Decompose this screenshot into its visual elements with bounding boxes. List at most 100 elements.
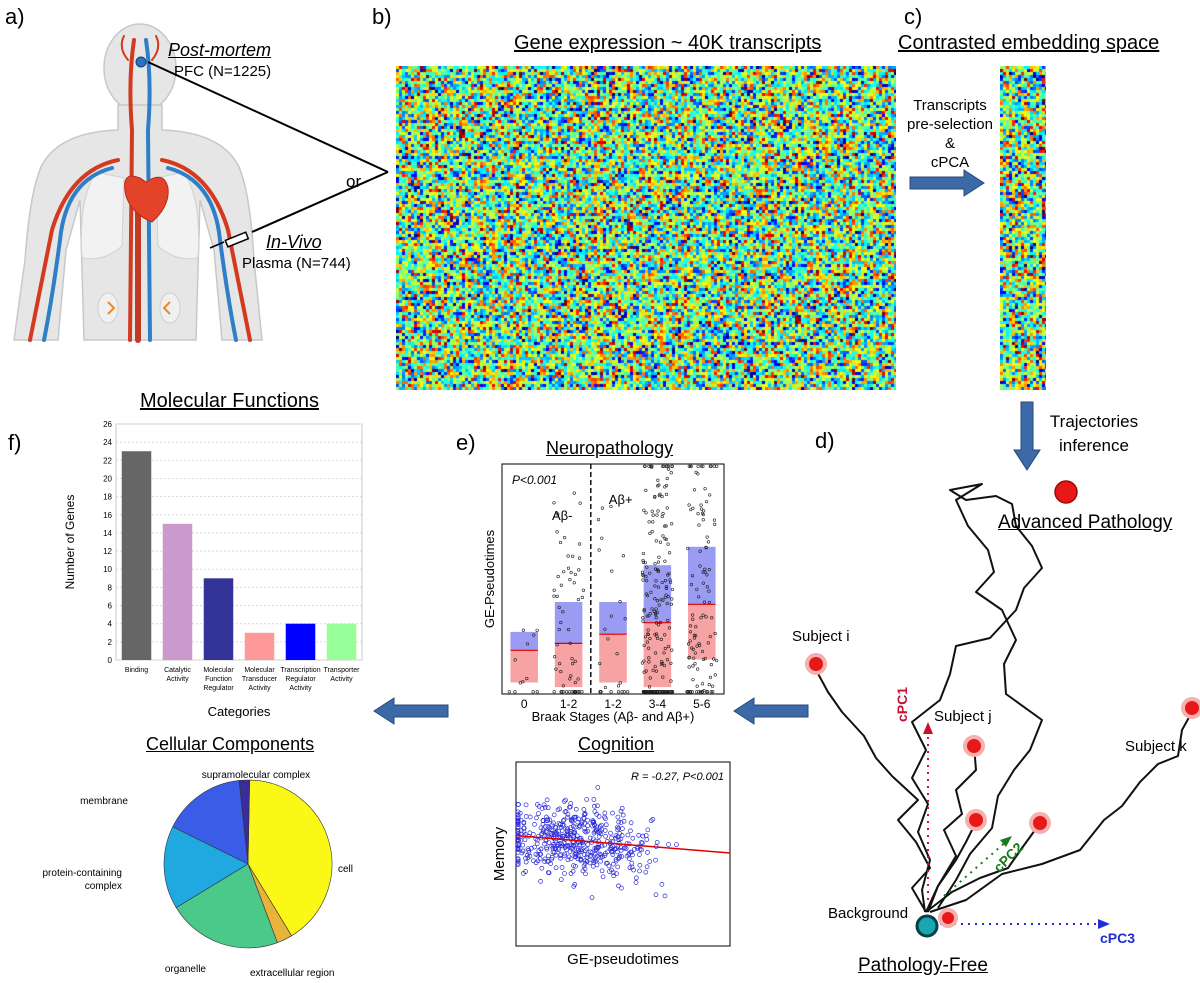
data-point: [602, 828, 608, 833]
data-point: [545, 805, 551, 811]
data-point: [666, 542, 670, 546]
data-point: [656, 585, 660, 589]
data-point: [655, 599, 660, 603]
data-point: [534, 841, 540, 847]
trajectories-line: inference: [1059, 436, 1129, 455]
data-point: [570, 690, 574, 694]
data-point: [621, 845, 627, 851]
data-point: [654, 607, 658, 611]
data-point: [698, 549, 702, 553]
y-axis-label: Number of Genes: [63, 495, 77, 590]
data-point: [546, 853, 551, 859]
x-tick-label: 3-4: [649, 697, 667, 711]
data-point: [707, 567, 711, 572]
data-point: [702, 600, 707, 604]
pfc-label: PFC (N=1225): [174, 63, 272, 80]
data-point: [645, 640, 649, 644]
data-point: [637, 847, 643, 852]
data-point: [549, 855, 555, 860]
subject-j-node: [963, 735, 985, 757]
data-point: [538, 825, 544, 831]
data-point: [619, 885, 624, 891]
data-point: [627, 865, 633, 871]
data-point: [582, 820, 587, 826]
data-point: [674, 842, 679, 847]
data-point: [670, 648, 674, 652]
data-point: [659, 637, 663, 641]
data-point: [656, 623, 661, 627]
data-point: [715, 464, 719, 468]
data-point: [561, 610, 565, 614]
data-point: [566, 554, 570, 558]
data-point: [687, 503, 691, 507]
data-point: [574, 690, 578, 694]
data-point: [654, 612, 658, 617]
data-point: [620, 826, 625, 831]
data-point: [664, 586, 669, 590]
trend-line: [515, 834, 731, 854]
data-point: [688, 639, 692, 643]
data-point: [515, 829, 521, 835]
data-point: [565, 843, 570, 848]
data-point: [592, 809, 598, 814]
data-point: [651, 520, 655, 524]
data-point: [692, 488, 697, 492]
data-point: [694, 625, 698, 629]
data-point: [616, 883, 621, 889]
data-point: [648, 611, 652, 616]
data-point: [657, 483, 661, 487]
data-point: [665, 506, 669, 510]
data-point: [596, 834, 602, 839]
data-point: [570, 661, 575, 666]
plasma-label: Plasma (N=744): [242, 255, 351, 272]
data-point: [656, 509, 660, 513]
data-point: [553, 655, 557, 659]
data-point: [551, 842, 556, 847]
data-point: [628, 828, 633, 834]
y-axis-label: Memory: [491, 826, 508, 881]
data-point: [568, 801, 574, 806]
data-point: [621, 818, 627, 824]
data-point: [565, 826, 571, 831]
data-point: [643, 690, 647, 694]
data-point: [648, 676, 652, 680]
data-point: [515, 812, 521, 817]
data-point: [643, 869, 649, 875]
data-point: [705, 690, 709, 694]
data-point: [655, 690, 659, 694]
data-point: [641, 558, 645, 563]
data-point: [553, 825, 559, 830]
data-point: [577, 556, 582, 560]
data-point: [709, 690, 713, 694]
data-point: [626, 690, 630, 694]
y-tick-label: 6: [108, 602, 113, 611]
data-point: [622, 690, 626, 694]
x-tick-label: Binding: [125, 667, 148, 674]
data-point: [636, 832, 641, 838]
data-point: [613, 858, 619, 864]
data-point: [521, 680, 525, 684]
box-upper: [510, 631, 538, 651]
data-point: [642, 643, 646, 648]
x-tick-label: Activity: [289, 685, 312, 692]
data-point: [691, 617, 695, 621]
box-lower: [599, 634, 627, 683]
y-tick-label: 4: [108, 620, 113, 629]
y-tick-label: 12: [103, 547, 112, 556]
data-point: [631, 847, 637, 852]
box-upper: [554, 602, 583, 644]
data-point: [701, 518, 705, 522]
data-point: [662, 651, 666, 655]
pathology-free-label: Pathology-Free: [858, 955, 988, 976]
data-point: [571, 554, 575, 558]
pie-label: complex: [85, 881, 122, 892]
data-point: [610, 569, 614, 573]
data-point: [565, 857, 571, 863]
subject-k-node: [1181, 697, 1200, 719]
data-point: [665, 476, 669, 481]
data-point: [701, 581, 705, 585]
x-tick-label: Regulator: [203, 685, 234, 692]
data-point: [642, 607, 646, 612]
data-point: [538, 851, 544, 857]
